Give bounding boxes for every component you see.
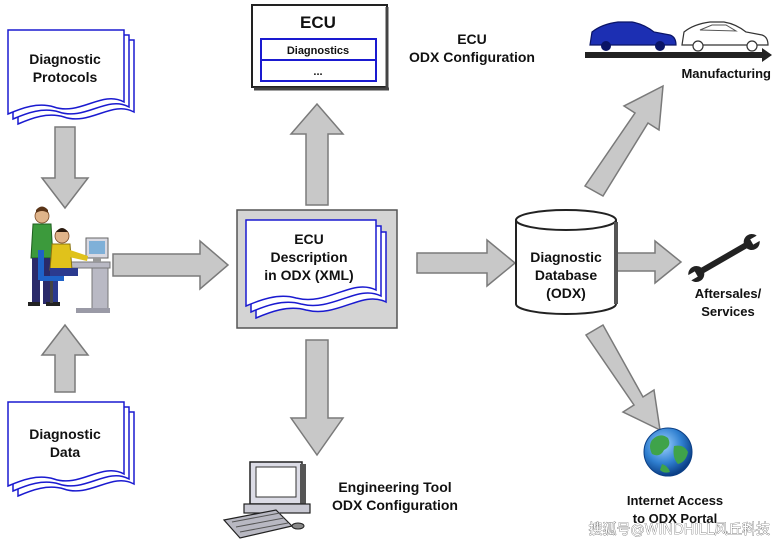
arrow-odx-to-database [416,238,517,288]
ecu-config-label-line2: ODX Configuration [409,49,535,65]
aftersales-label-line2: Services [701,304,755,319]
data-document: Diagnostic Data [7,401,135,498]
protocols-label-line2: Protocols [33,69,98,85]
database-label-line2: Database [535,267,597,283]
globe-icon [643,427,693,477]
computer-icon [222,461,311,539]
ecu-box: ECU Diagnostics ... [251,4,389,91]
internet-label-line1: Internet Access [627,493,723,508]
arrow-database-to-manufacturing [583,84,664,198]
eng-tool-label-line1: Engineering Tool [338,479,451,495]
arrows [40,84,683,457]
database-label-line3: (ODX) [546,285,586,301]
arrow-protocols-to-engineer [40,126,90,210]
odx-label-line1: ECU [294,231,324,247]
aftersales-label-line1: Aftersales/ [695,286,762,301]
odx-label-line3: in ODX (XML) [264,267,353,283]
arrow-engineer-to-odx [112,239,230,291]
ecu-title: ECU [300,13,336,32]
odx-label-line2: Description [270,249,347,265]
eng-tool-label-line2: ODX Configuration [332,497,458,513]
protocols-document: Diagnostic Protocols [7,29,135,126]
database-cylinder-icon: Diagnostic Database (ODX) [515,209,618,315]
arrow-odx-to-ecu [289,102,345,206]
watermark-text: 搜狐号@WINDHILL风丘科技 [589,522,770,538]
arrow-odx-to-engineering-tool [289,339,345,457]
odx-description-panel: ECU Description in ODX (XML) [236,209,398,329]
engineers-workstation-icon [28,206,111,313]
data-label-line2: Data [50,444,81,460]
protocols-label-line1: Diagnostic [29,51,101,67]
ecu-config-label-line1: ECU [457,31,487,47]
wrench-icon [687,234,762,282]
manufacturing-cars-icon [585,21,772,62]
internet-label-line2: to ODX Portal [633,511,718,526]
database-label-line1: Diagnostic [530,249,602,265]
ecu-row-diagnostics: Diagnostics [287,45,349,57]
arrow-database-to-internet [584,323,661,432]
ecu-row-more: ... [313,66,322,78]
data-label-line1: Diagnostic [29,426,101,442]
arrow-data-to-engineer [40,323,90,393]
arrow-database-to-aftersales [616,239,683,285]
manufacturing-label: Manufacturing [681,66,771,81]
